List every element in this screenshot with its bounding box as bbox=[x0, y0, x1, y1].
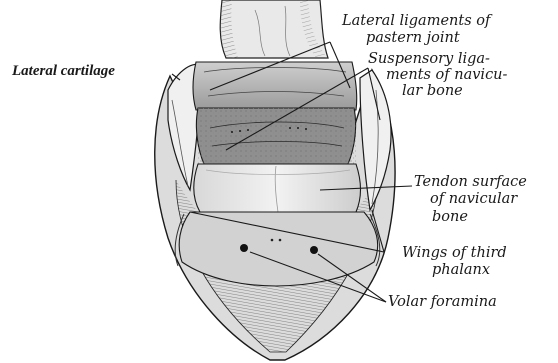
label-lateral-cartilage: Lateral cartilage bbox=[12, 64, 115, 79]
pastern-joint bbox=[193, 62, 357, 164]
label-tendon-surface-line2: of navicular bbox=[430, 192, 517, 207]
label-lateral-ligaments-line1: Lateral ligaments of bbox=[342, 14, 490, 29]
navicular-tendon-surface bbox=[194, 164, 361, 212]
label-suspensory-ligaments-line3: lar bone bbox=[402, 84, 463, 99]
label-volar-foramina: Volar foramina bbox=[388, 295, 497, 310]
label-wings-line1: Wings of third bbox=[402, 246, 507, 261]
label-lateral-ligaments-line2: pastern joint bbox=[366, 31, 460, 46]
label-wings-line2: phalanx bbox=[432, 263, 490, 278]
label-tendon-surface-line1: Tendon surface bbox=[414, 175, 527, 190]
label-suspensory-ligaments-line1: Suspensory liga- bbox=[368, 52, 490, 67]
label-tendon-surface-line3: bone bbox=[432, 210, 468, 225]
label-suspensory-ligaments-line2: ments of navicu- bbox=[386, 68, 507, 83]
